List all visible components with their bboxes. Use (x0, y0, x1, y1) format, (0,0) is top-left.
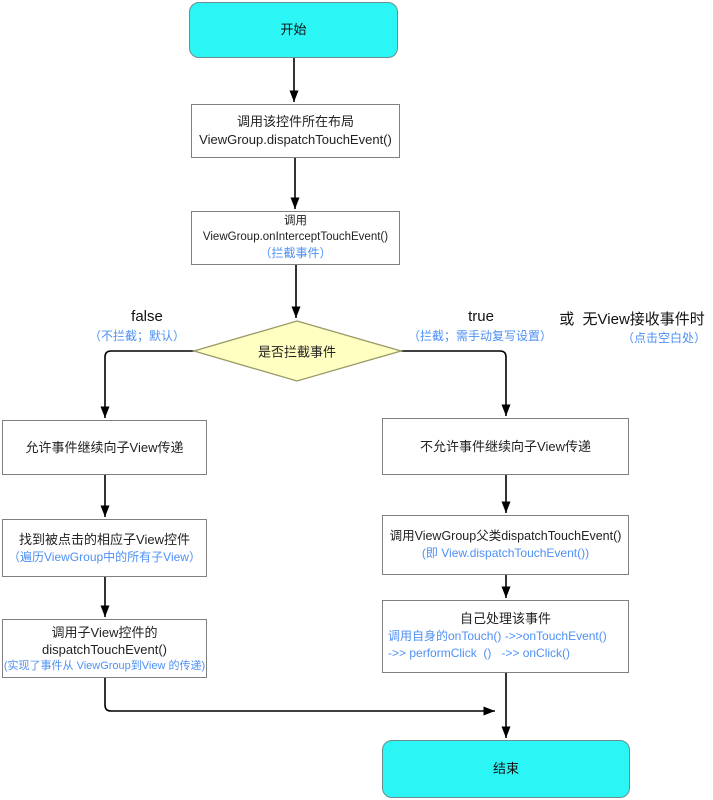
edge-call-child-to-merge (104, 678, 495, 716)
node-call-super-note: (即 View.dispatchTouchEvent()) (421, 546, 590, 561)
label-or-note: （点击空白处） (621, 331, 707, 345)
node-find-child: 找到被点击的相应子View控件 （遍历ViewGroup中的所有子View） (2, 519, 207, 577)
node-allow: 允许事件继续向子View传递 (2, 420, 207, 475)
node-call-layout: 调用该控件所在布局 ViewGroup.dispatchTouchEvent() (191, 104, 400, 158)
node-intercept-note: （拦截事件） (259, 246, 332, 261)
decision-diamond-shape (191, 320, 404, 382)
node-start: 开始 (189, 2, 398, 58)
node-call-layout-line1: 调用该控件所在布局 (236, 114, 354, 130)
node-disallow-line1: 不允许事件继续向子View传递 (420, 438, 591, 454)
node-allow-line1: 允许事件继续向子View传递 (25, 439, 184, 455)
node-handle-self: 自己处理该事件 调用自身的onTouch() ->>onTouchEvent()… (382, 600, 629, 673)
node-handle-self-note2: ->> performClick () ->> onClick() (388, 646, 571, 661)
edge-decision-false (100, 350, 194, 418)
label-or-no-view: 或 无View接收事件时 (559, 311, 705, 328)
node-end-label: 结束 (492, 761, 519, 777)
node-call-layout-line2: ViewGroup.dispatchTouchEvent() (199, 132, 392, 147)
node-call-child-note: (实现了事件从 ViewGroup到View 的传递) (3, 659, 206, 672)
node-end: 结束 (382, 740, 630, 798)
label-true-note: （拦截；需手动复写设置） (407, 329, 553, 343)
node-disallow: 不允许事件继续向子View传递 (382, 418, 629, 475)
label-false: false (131, 308, 163, 325)
node-call-super: 调用ViewGroup父类dispatchTouchEvent() (即 Vie… (382, 515, 629, 575)
node-handle-self-note1: 调用自身的onTouch() ->>onTouchEvent() (388, 628, 607, 643)
label-true: true (468, 308, 494, 325)
node-intercept-line1: 调用ViewGroup.onInterceptTouchEvent() (202, 215, 389, 243)
node-call-child: 调用子View控件的 dispatchTouchEvent() (实现了事件从 … (2, 619, 207, 678)
node-call-child-line2: dispatchTouchEvent() (41, 642, 167, 658)
node-call-super-line1: 调用ViewGroup父类dispatchTouchEvent() (389, 529, 622, 544)
edge-decision-true (401, 350, 511, 416)
node-find-child-line1: 找到被点击的相应子View控件 (19, 532, 190, 548)
node-intercept: 调用ViewGroup.onInterceptTouchEvent() （拦截事… (191, 211, 400, 265)
label-false-note: （不拦截；默认） (88, 329, 186, 343)
node-start-label: 开始 (280, 22, 307, 38)
node-handle-self-line1: 自己处理该事件 (459, 611, 551, 627)
node-find-child-note: （遍历ViewGroup中的所有子View） (8, 549, 201, 564)
node-call-child-line1: 调用子View控件的 (51, 624, 158, 640)
decision-label: 是否拦截事件 (257, 344, 337, 360)
